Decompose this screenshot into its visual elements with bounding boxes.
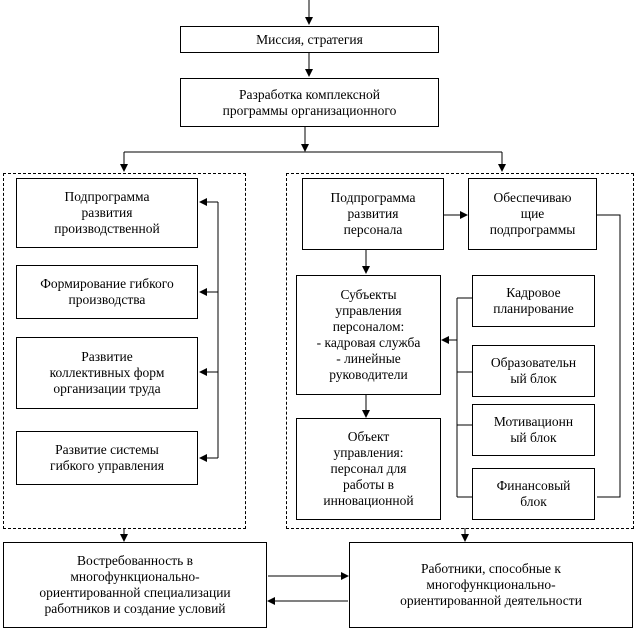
block-personnel-planning: Кадровое планирование <box>472 275 595 327</box>
supporting-subprograms-box: Обеспечиваю щие подпрограммы <box>468 178 597 250</box>
block-financial: Финансовый блок <box>472 468 595 520</box>
right-group-frame <box>286 173 634 529</box>
mission-label: Миссия, стратегия <box>256 31 363 47</box>
management-subjects-box: Субъекты управления персоналом: - кадров… <box>296 275 441 395</box>
supporting-subprograms-label: Обеспечиваю щие подпрограммы <box>489 190 576 237</box>
program-label: Разработка комплексной программы организ… <box>222 86 397 118</box>
management-object-label: Объект управления: персонал для работы в… <box>323 429 414 508</box>
mission-box: Миссия, стратегия <box>180 26 439 53</box>
block-motivational: Мотивационн ый блок <box>472 404 595 456</box>
left-item-label: Развитие системы гибкого управления <box>50 442 164 473</box>
personnel-subprogram-box: Подпрограмма развития персонала <box>302 178 444 250</box>
left-item-flexible-management: Развитие системы гибкого управления <box>16 431 198 485</box>
personnel-subprogram-label: Подпрограмма развития персонала <box>330 190 416 237</box>
block-label: Финансовый блок <box>496 478 571 509</box>
left-item-label: Формирование гибкого производства <box>40 276 174 307</box>
demand-box: Востребованность в многофункционально- о… <box>3 542 267 628</box>
left-item-label: Развитие коллективных форм организации т… <box>49 349 165 396</box>
management-object-box: Объект управления: персонал для работы в… <box>296 418 441 520</box>
supporting-right-bracket <box>597 214 621 498</box>
block-educational: Образовательн ый блок <box>472 345 595 397</box>
program-box: Разработка комплексной программы организ… <box>180 78 439 127</box>
left-group-frame <box>3 173 246 529</box>
management-subjects-label: Субъекты управления персоналом: - кадров… <box>316 287 421 382</box>
block-label: Кадровое планирование <box>493 285 574 316</box>
workers-label: Работники, способные к многофункциональн… <box>400 561 582 608</box>
block-label: Образовательн ый блок <box>490 355 577 386</box>
left-item-flexible-production: Формирование гибкого производства <box>16 265 198 319</box>
workers-box: Работники, способные к многофункциональн… <box>349 542 633 628</box>
demand-label: Востребованность в многофункционально- о… <box>39 553 231 616</box>
left-item-production-subprogram: Подпрограмма развития производственной <box>16 178 198 248</box>
block-label: Мотивационн ый блок <box>493 414 574 445</box>
left-item-label: Подпрограмма развития производственной <box>54 189 160 236</box>
left-item-collective-forms: Развитие коллективных форм организации т… <box>16 337 198 409</box>
